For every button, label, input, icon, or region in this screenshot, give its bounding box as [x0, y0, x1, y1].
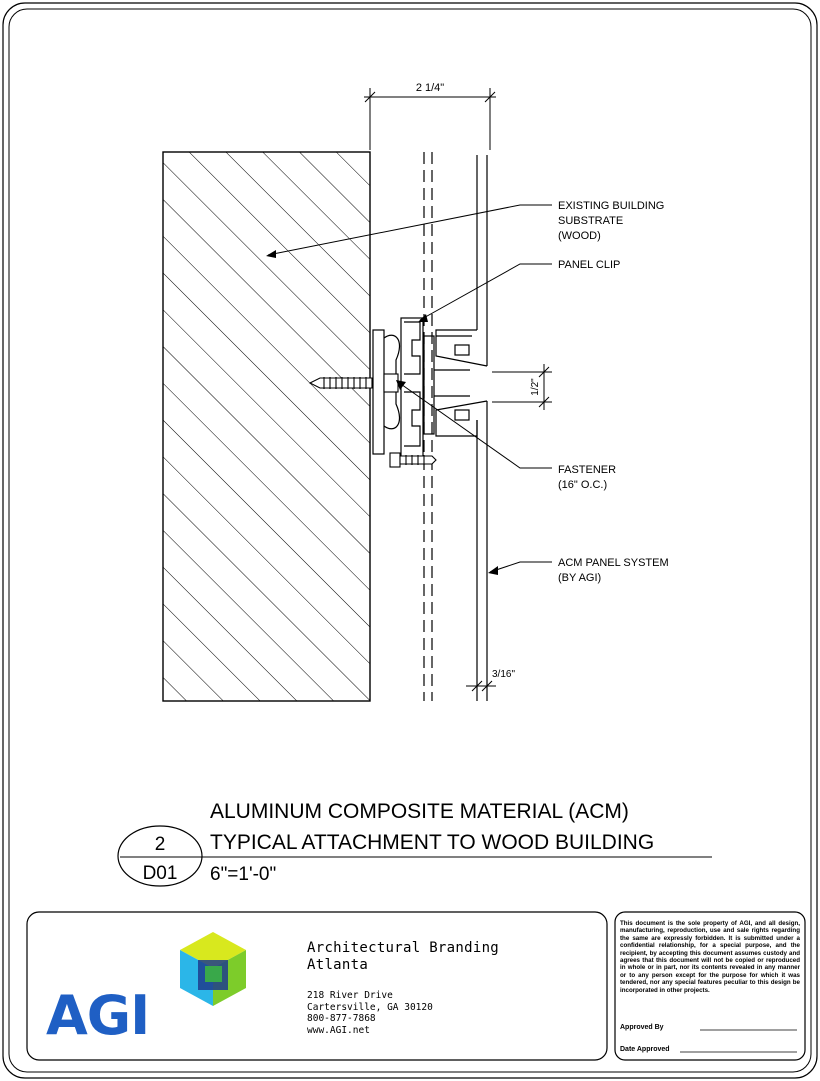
company-block	[26, 911, 608, 1061]
company-address: 218 River Drive Cartersville, GA 30120 8…	[307, 990, 433, 1036]
detail-number: 2	[155, 834, 166, 855]
inner-border	[8, 8, 812, 1073]
callout-acm-line1: ACM PANEL SYSTEM	[558, 557, 669, 569]
dimension-thickness-label: 3/16"	[492, 669, 515, 680]
approved-by-label: Approved By	[620, 1024, 664, 1031]
legal-block	[614, 911, 806, 1061]
address-line1: 218 River Drive	[307, 990, 393, 1001]
callout-substrate-line3: (WOOD)	[558, 230, 601, 242]
callout-panel-clip: PANEL CLIP	[558, 259, 620, 271]
agi-logo-text: AGI	[46, 984, 149, 1047]
lower-fastener-screw	[389, 452, 437, 468]
leader-arrow-clip	[418, 314, 428, 322]
agi-cube-icon	[180, 932, 246, 1006]
dimension-gap-label: 1/2"	[530, 378, 541, 396]
company-phone: 800-877-7868	[307, 1013, 376, 1024]
detail-title-line1: ALUMINUM COMPOSITE MATERIAL (ACM)	[210, 800, 629, 823]
acm-panel-upper	[435, 155, 488, 367]
fastener-screw	[308, 373, 399, 393]
company-name-line1: Architectural Branding	[307, 940, 500, 956]
dimension-top-label: 2 1/4"	[416, 82, 444, 94]
callout-substrate-line1: EXISTING BUILDING	[558, 200, 664, 212]
dimension-gap	[492, 364, 552, 410]
acm-panel-lower	[435, 400, 488, 701]
wood-substrate-block	[162, 151, 371, 702]
company-name-line2: Atlanta	[307, 957, 369, 973]
callout-substrate-line2: SUBSTRATE	[558, 215, 623, 227]
drawing-scale: 6"=1'-0"	[210, 864, 276, 885]
panel-clip-assembly	[372, 317, 470, 461]
detail-bubble	[117, 825, 203, 887]
leader-arrow-substrate	[266, 250, 276, 258]
dimension-thickness	[466, 680, 496, 692]
detail-title-line2: TYPICAL ATTACHMENT TO WOOD BUILDING	[210, 831, 654, 854]
dimension-top	[364, 88, 496, 150]
callout-fastener-line2: (16" O.C.)	[558, 479, 607, 491]
date-approved-label: Date Approved	[620, 1046, 670, 1053]
legal-notice: This document is the sole property of AG…	[620, 920, 800, 994]
leader-arrow-acm	[488, 566, 498, 575]
company-website-link[interactable]: www.AGI.net	[307, 1024, 370, 1036]
callout-fastener-line1: FASTENER	[558, 464, 616, 476]
company-name: Architectural Branding Atlanta	[307, 940, 499, 974]
callout-acm-line2: (BY AGI)	[558, 572, 601, 584]
leader-lines	[267, 204, 552, 573]
leader-arrow-fastener	[396, 380, 406, 390]
sheet-number: D01	[143, 863, 178, 884]
address-line2: Cartersville, GA 30120	[307, 1001, 433, 1013]
